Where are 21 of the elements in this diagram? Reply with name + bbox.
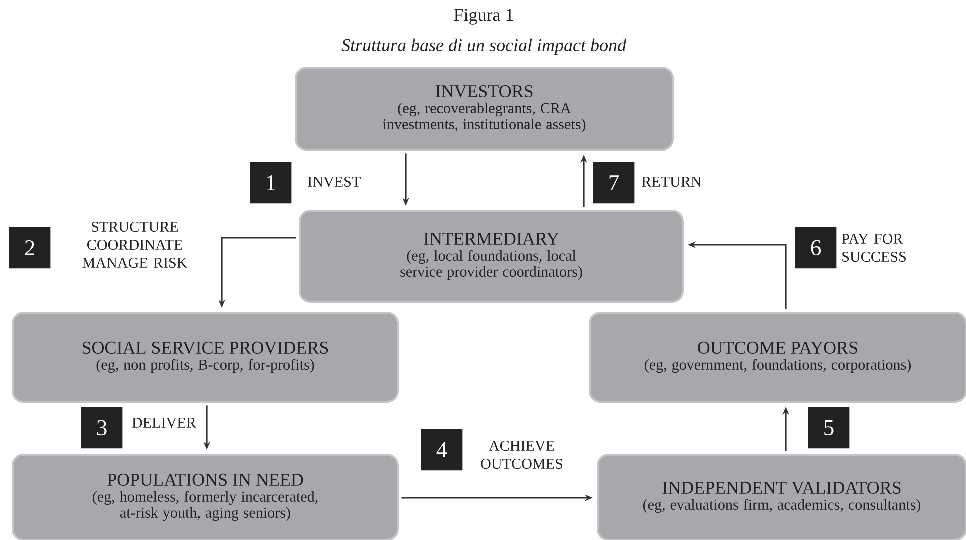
process-box: OUTCOME PAYORS (eg, government, foundations, corporations) [589,312,966,403]
edge-label: PAY FOR SUCCESS [842,234,906,262]
step-badge: 5 [808,407,850,449]
step-badge: 7 [593,162,635,204]
step-badge: 6 [795,227,837,269]
edge-label: STRUCTURE COORDINATE MANAGE RISK [82,222,188,268]
step-badge: 1 [250,162,292,204]
process-box: INTERMEDIARY (eg, local foundations, local service provider coordinators) [299,210,684,303]
figure-title: Figura 1 [454,9,514,25]
process-box: INDEPENDENT VALIDATORS (eg, evaluations firm, academics, consultants) [597,454,966,540]
process-box: INVESTORS (eg, recoverablegrants, CRA investments, institutionale assets) [295,67,674,151]
edge-label: INVEST [308,176,361,188]
process-box: POPULATIONS IN NEED (eg, homeless, formerly incarcerated, at-risk youth, aging seniors) [12,454,399,540]
process-box: SOCIAL SERVICE PROVIDERS (eg, non profits, B-corp, for-profits) [12,312,399,403]
edge-label: DELIVER [132,418,196,428]
step-badge: 2 [9,227,51,269]
edge-label: ACHIEVE OUTCOMES [481,440,562,470]
edge-label: RETURN [642,177,702,187]
step-badge: 3 [81,407,123,449]
figure-caption: Struttura base di un social impact bond [342,38,627,56]
step-badge: 4 [421,429,463,471]
